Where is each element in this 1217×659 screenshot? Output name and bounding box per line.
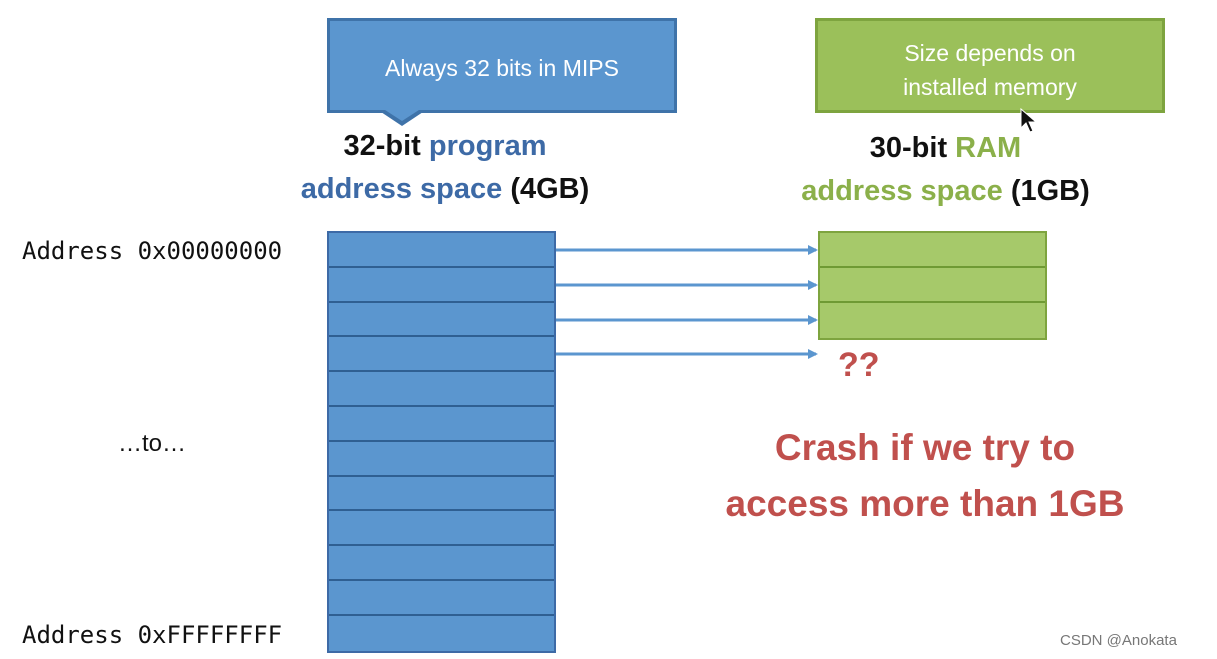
- program-size: (4GB): [510, 173, 590, 205]
- ram-word2: address space: [801, 175, 1003, 207]
- program-memory-cell: [329, 337, 554, 373]
- watermark: CSDN @Anokata: [1060, 632, 1177, 649]
- program-address-space-block: [327, 231, 556, 653]
- ram-space-heading: 30-bit RAM address space (1GB): [788, 127, 1103, 213]
- ram-memory-cell: [820, 233, 1045, 268]
- program-memory-cell: [329, 580, 554, 616]
- program-memory-cell: [329, 546, 554, 581]
- ram-callout-line2: installed memory: [903, 74, 1077, 100]
- ram-callout: Size depends on installed memory: [815, 18, 1165, 113]
- ram-callout-line1: Size depends on: [904, 40, 1076, 66]
- program-callout-tail-fill: [382, 108, 422, 121]
- crash-line1: Crash if we try to: [774, 427, 1076, 468]
- program-memory-cell: [329, 406, 554, 442]
- ram-bits: 30-bit: [869, 132, 948, 164]
- ram-memory-cell: [820, 303, 1045, 338]
- mouse-cursor-icon: [1020, 108, 1038, 133]
- program-memory-cell: [329, 372, 554, 407]
- ram-memory-cell: [820, 268, 1045, 303]
- program-space-heading: 32-bit program address space (4GB): [290, 125, 600, 211]
- ram-word1: RAM: [955, 132, 1022, 164]
- program-memory-cell: [329, 476, 554, 512]
- address-range-label: …to…: [118, 430, 187, 457]
- program-callout-text: Always 32 bits in MIPS: [385, 55, 619, 81]
- ram-size: (1GB): [1010, 175, 1090, 207]
- program-memory-cell: [329, 233, 554, 268]
- ram-callout-text: Size depends on installed memory: [818, 36, 1162, 104]
- program-word1: program: [428, 130, 547, 162]
- unmapped-marker: ??: [838, 346, 880, 384]
- crash-warning: Crash if we try to access more than 1GB: [700, 420, 1150, 532]
- program-memory-cell: [329, 267, 554, 303]
- crash-line2: access more than 1GB: [725, 483, 1125, 524]
- program-memory-cell: [329, 441, 554, 477]
- program-callout: Always 32 bits in MIPS: [327, 18, 677, 113]
- address-end-label: Address 0xFFFFFFFF: [22, 621, 283, 649]
- program-memory-cell: [329, 511, 554, 547]
- program-memory-cell: [329, 302, 554, 338]
- program-bits: 32-bit: [343, 130, 421, 162]
- program-word2: address space: [300, 173, 503, 205]
- program-memory-cell: [329, 615, 554, 651]
- ram-address-space-block: [818, 231, 1047, 340]
- address-start-label: Address 0x00000000: [22, 237, 283, 265]
